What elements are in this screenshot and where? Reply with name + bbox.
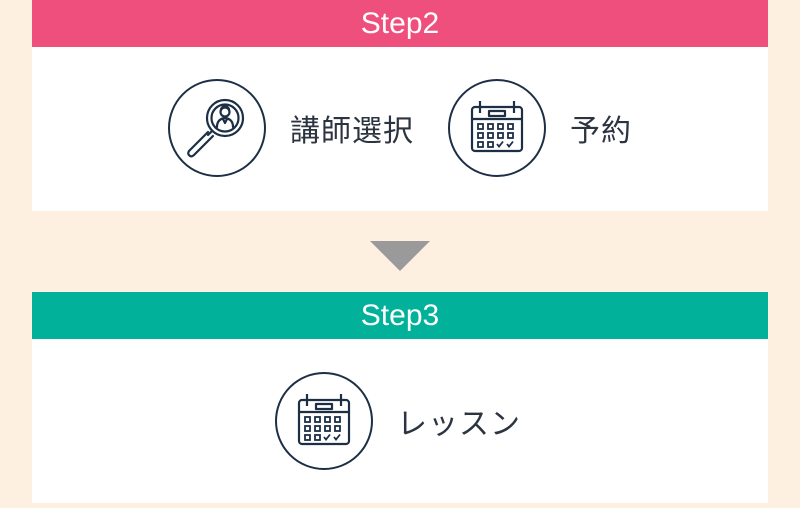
teacher-search-icon-graphic bbox=[187, 98, 245, 158]
teacher-search-icon bbox=[168, 79, 266, 177]
lesson-label: レッスン bbox=[397, 407, 521, 442]
step3-panel: Step3 bbox=[32, 292, 768, 503]
teacher-select-label: 講師選択 bbox=[290, 114, 414, 149]
step3-header: Step3 bbox=[32, 292, 768, 339]
step2-item-reservation: 予約 bbox=[448, 79, 632, 177]
step2-header: Step2 bbox=[32, 0, 768, 47]
reservation-label: 予約 bbox=[570, 114, 632, 149]
calendar-icon-graphic bbox=[297, 394, 351, 446]
calendar-icon-graphic bbox=[470, 101, 524, 153]
down-arrow-icon bbox=[370, 241, 430, 271]
step2-body: 講師選択 bbox=[32, 47, 768, 211]
step2-item-teacher-select: 講師選択 bbox=[168, 79, 414, 177]
step3-body: レッスン bbox=[32, 339, 768, 503]
calendar-icon bbox=[275, 372, 373, 470]
calendar-icon bbox=[448, 79, 546, 177]
step2-panel: Step2 bbox=[32, 0, 768, 211]
step3-item-lesson: レッスン bbox=[275, 372, 521, 470]
